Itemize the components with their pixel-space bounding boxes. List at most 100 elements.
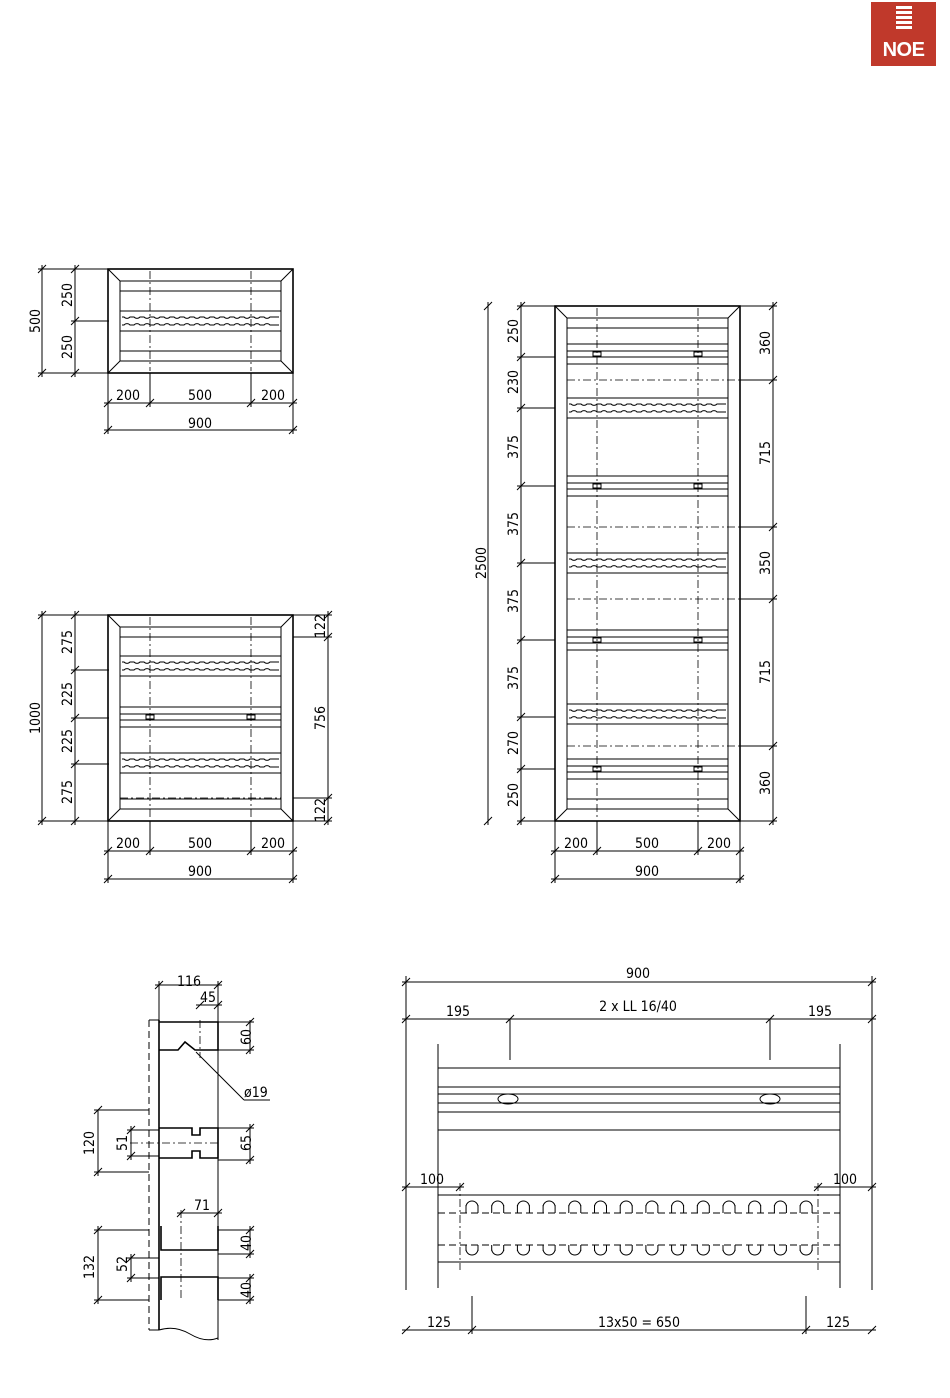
rail-wave [122,758,279,761]
drawing-line [401,1325,411,1335]
dim-height: 375 [506,589,522,613]
rail-wave [122,668,279,671]
rail-hole [645,1200,659,1213]
dim-profile-offset: 45 [200,990,216,1006]
dim-height: 230 [506,370,522,394]
dim-right-height: 350 [758,551,774,575]
dim-width: 200 [261,388,285,404]
drawing-line [727,305,741,319]
dim-width-total: 900 [188,416,212,432]
drawing-line [246,398,256,408]
dim-height: 375 [506,435,522,459]
dim-right-margin: 100 [833,1172,857,1188]
dim-channel-h2: 40 [239,1282,255,1298]
dim-right-height: 360 [758,771,774,795]
rail-hole [696,1200,710,1213]
drawing-line [103,874,113,884]
profile-top-hook [159,1021,219,1051]
drawing-line [727,808,741,822]
logo-bars-icon [896,6,912,31]
dim-height-total: 500 [28,309,44,333]
drawing-line [867,1182,877,1192]
panel-inner-frame [119,626,282,810]
profile-break-line [158,1327,219,1341]
drawing-line [554,808,568,822]
drawing-line [592,846,602,856]
drawing-line [107,268,121,282]
dim-channel-gap: 52 [115,1256,131,1272]
profile-channel-upper [160,1226,219,1251]
drawing-line [483,816,493,826]
rail-hole [619,1200,633,1213]
dim-height: 250 [506,319,522,343]
rail-hole [542,1200,556,1213]
drawing-line [401,1182,411,1192]
drawing-line [280,614,294,628]
rail-wave [569,558,726,561]
profile-section-dimensions: 116 45 60 ø19 120 51 65 71 132 52 40 40 [82,974,268,1298]
rail-slot [145,714,155,720]
rail-hole [671,1200,685,1213]
dim-height: 270 [506,731,522,755]
drawing-line [867,1325,877,1335]
dim-right-height: 756 [313,706,329,730]
dim-right-height: 360 [758,331,774,355]
drawing-line [107,614,121,628]
dim-detail-width: 900 [626,966,650,982]
drawing-line [288,874,298,884]
rail-hole [696,1245,710,1256]
rail-wave [569,709,726,712]
rail-wave [122,316,279,319]
dim-width: 500 [188,388,212,404]
rail-slot [497,1093,519,1105]
rail-hole [619,1245,633,1256]
dim-width-total: 900 [635,864,659,880]
drawing-line [550,874,560,884]
dim-width: 200 [564,836,588,852]
dim-width: 500 [635,836,659,852]
rail-hole [671,1245,685,1256]
rail-hole [748,1200,762,1213]
rail-hole [594,1200,607,1213]
rail-hole [722,1200,736,1213]
dim-top-height: 60 [239,1029,255,1045]
drawing-line [195,1000,205,1010]
rail-hole [645,1245,659,1256]
panel-frame [107,614,294,822]
rail-slot [592,351,602,357]
dim-height: 375 [506,512,522,536]
drawing-line [735,874,745,884]
rail-slot [592,483,602,489]
dim-channel-h1: 40 [239,1235,255,1251]
dim-left-end: 125 [427,1315,451,1331]
dim-mid-height: 65 [239,1135,255,1151]
drawing-geometry [37,264,877,1341]
drawing-line [288,846,298,856]
dim-width: 200 [116,836,140,852]
rail-hole [491,1200,505,1213]
dim-height: 275 [60,630,76,654]
drawing-line [145,398,155,408]
drawing-line [213,1000,223,1010]
profile-channel-lower [160,1276,219,1300]
drawing-line [693,846,703,856]
dim-height-total: 1000 [28,702,44,734]
dim-width: 200 [261,836,285,852]
panel-frame [107,268,294,374]
rail-slot [246,714,256,720]
rail-slot [693,766,703,772]
dim-pitch: 13x50 = 650 [598,1315,680,1331]
rail-hole [773,1245,787,1256]
dim-right-height: 715 [758,441,774,465]
panel-frame [554,305,741,822]
drawing-line [735,846,745,856]
dim-channel-depth: 71 [194,1198,210,1214]
rail-hole [491,1245,505,1256]
dim-mid-inner: 51 [115,1135,131,1151]
drawing-line [280,808,294,822]
dim-left-margin: 100 [420,1172,444,1188]
drawing-line [288,398,298,408]
dim-height: 275 [60,780,76,804]
dim-height: 250 [60,283,76,307]
